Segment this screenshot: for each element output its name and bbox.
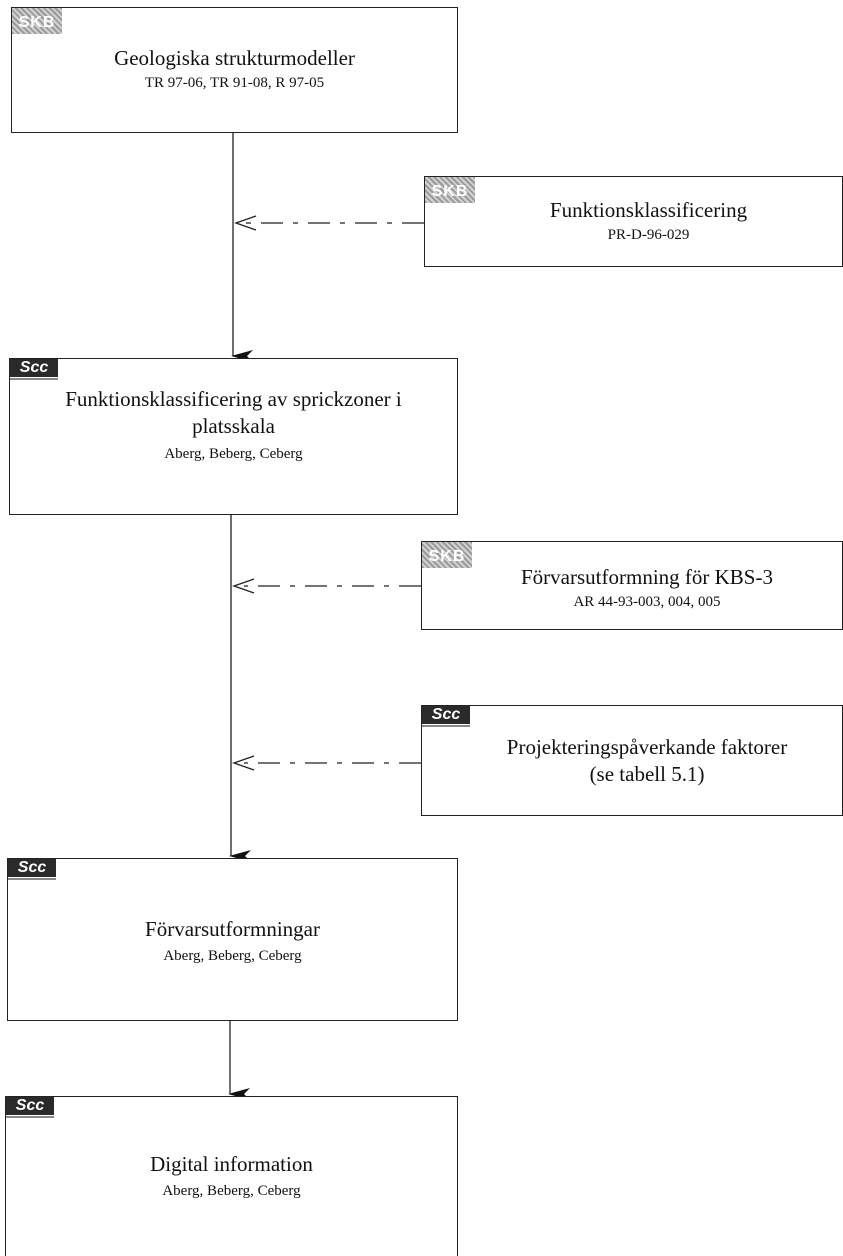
box-subtitle: Aberg, Beberg, Ceberg — [164, 446, 303, 462]
box-title-line-2: (se tabell 5.1) — [589, 762, 705, 786]
skb-logo: SKB — [422, 542, 472, 568]
box-digital-information: Scc Digital information Aberg, Beberg, C… — [5, 1096, 458, 1256]
box-forvarsutformning-kbs3: SKB Förvarsutformning för KBS-3 AR 44-93… — [421, 541, 843, 630]
box-funktionsklassificering-sprickzoner: Scc Funktionsklassificering av sprickzon… — [9, 358, 458, 515]
box-title: Förvarsutformning för KBS-3 — [521, 565, 773, 589]
box-title-line-1: Funktionsklassificering av sprickzoner i — [65, 387, 402, 411]
box-title: Funktionsklassificering — [549, 198, 748, 222]
box-forvarsutformningar: Scc Förvarsutformningar Aberg, Beberg, C… — [7, 858, 458, 1021]
box-title: Digital information — [150, 1152, 313, 1176]
box-projekteringspaverkande-faktorer: Scc Projekteringspåverkande faktorer (se… — [421, 705, 843, 816]
box-subtitle: Aberg, Beberg, Ceberg — [162, 1183, 301, 1199]
box-subtitle: Aberg, Beberg, Ceberg — [163, 948, 302, 964]
box-title-line-2: platsskala — [192, 414, 275, 438]
skb-logo: SKB — [12, 8, 62, 34]
open-arrowhead-funk — [234, 215, 257, 231]
scc-logo: Scc — [6, 1097, 54, 1118]
open-arrowhead-forvar-kbs — [232, 578, 255, 594]
box-title: Geologiska strukturmodeller — [114, 46, 355, 70]
box-geologiska-strukturmodeller: SKB Geologiska strukturmodeller TR 97-06… — [11, 7, 458, 133]
box-title: Förvarsutformningar — [145, 917, 320, 941]
scc-logo: Scc — [422, 706, 470, 727]
box-subtitle: TR 97-06, TR 91-08, R 97-05 — [144, 75, 325, 91]
box-funktionsklassificering: SKB Funktionsklassificering PR-D-96-029 — [424, 176, 843, 267]
box-subtitle: PR-D-96-029 — [607, 227, 690, 243]
scc-logo: Scc — [10, 359, 58, 380]
skb-logo: SKB — [425, 177, 475, 203]
open-arrowhead-projekt — [232, 755, 255, 771]
box-subtitle: AR 44-93-003, 004, 005 — [573, 594, 721, 610]
box-title-line-1: Projekteringspåverkande faktorer — [506, 735, 788, 759]
scc-logo: Scc — [8, 859, 56, 880]
